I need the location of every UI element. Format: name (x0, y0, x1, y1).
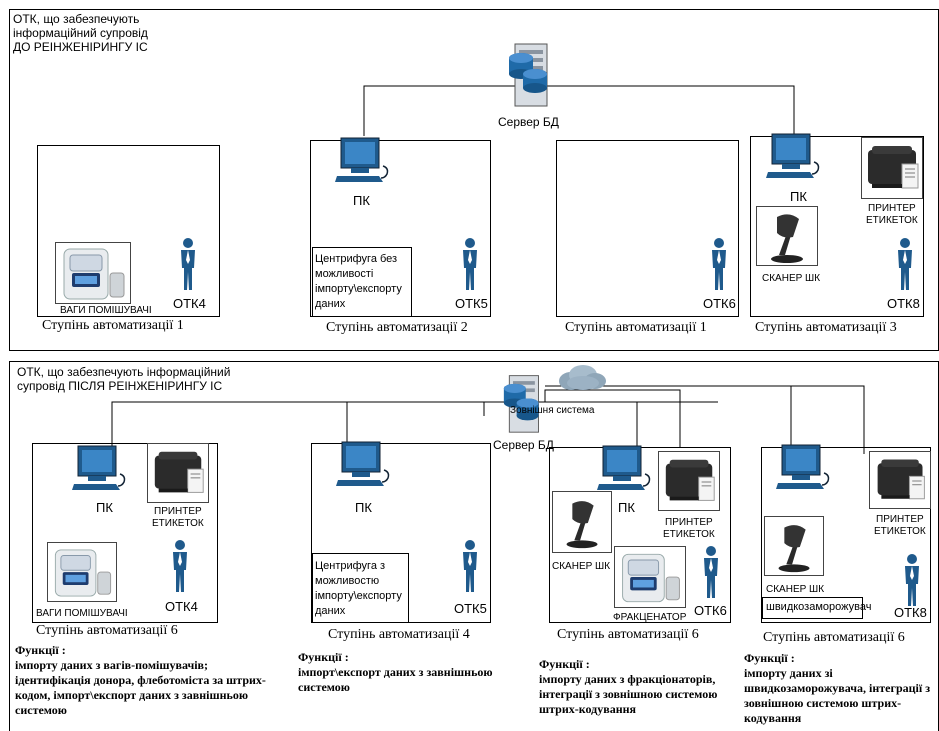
scanner-image (764, 516, 824, 576)
panel-before-title: ОТК, що забезпечують інформаційний супро… (13, 12, 148, 54)
automation-level: Ступінь автоматизації 1 (565, 320, 707, 335)
printer-label: ПРИНТЕР ЕТИКЕТОК (866, 203, 918, 226)
printer-label: ПРИНТЕР ЕТИКЕТОК (152, 506, 204, 529)
pc-label: ПК (618, 500, 635, 515)
centrifuge-note-text: Центрифуга без можливості імпорту\експор… (315, 253, 402, 310)
printer-label: ПРИНТЕР ЕТИКЕТОК (874, 514, 926, 537)
automation-level: Ступінь автоматизації 4 (328, 627, 470, 642)
printer-image (658, 451, 720, 511)
centrifuge-note-text: Центрифуга з можливостю імпорту\експорту… (315, 560, 402, 617)
automation-level: Ступінь автоматизації 6 (763, 630, 905, 645)
scanner-image (552, 491, 612, 553)
otk-label: ОТК6 (703, 296, 736, 311)
server-label-top: Сервер БД (498, 115, 559, 129)
scanner-label: СКАНЕР ШК (762, 273, 821, 284)
freezer-box (762, 597, 863, 619)
panel-after-title: ОТК, що забезпечують інформаційний супро… (17, 365, 231, 393)
scale-label: ВАГИ ПОМІШУВАЧІ (36, 608, 128, 619)
centrifuge-note (312, 553, 409, 623)
otk-label: ОТК6 (694, 603, 727, 618)
scale-image (47, 542, 117, 602)
fractionator-image (614, 546, 686, 608)
pc-icon (597, 444, 653, 499)
station-otk4-after (32, 443, 218, 623)
pc-label: ПК (355, 500, 372, 515)
pc-icon (335, 136, 391, 191)
functions-block: Функції : імпорту даних з вагів-помішува… (15, 643, 266, 717)
automation-level: Ступінь автоматизації 3 (755, 320, 897, 335)
server-icon (500, 372, 546, 434)
scanner-label: СКАНЕР ШК (766, 584, 825, 595)
server-icon (505, 40, 555, 108)
otk-label: ОТК8 (894, 605, 927, 620)
pc-label: ПК (790, 189, 807, 204)
cloud-icon (555, 363, 607, 398)
printer-image (147, 443, 209, 503)
otk-label: ОТК8 (887, 296, 920, 311)
functions-block: Функції : імпорту даних з фракціонаторів… (539, 657, 718, 716)
station-otk6-before (556, 140, 739, 317)
automation-level: Ступінь автоматизації 6 (557, 627, 699, 642)
printer-image (869, 451, 931, 509)
external-system-label: Зовнішня система (510, 405, 595, 416)
pc-icon (72, 444, 128, 499)
person-icon (709, 238, 729, 295)
person-icon (701, 546, 721, 603)
automation-level: Ступінь автоматизації 1 (42, 318, 184, 333)
automation-level: Ступінь автоматизації 2 (326, 320, 468, 335)
person-icon (895, 238, 915, 295)
functions-block: Функції : імпорт\експорт даних з завнішн… (298, 650, 493, 694)
person-icon (170, 540, 190, 597)
pc-label: ПК (353, 193, 370, 208)
centrifuge-note (312, 247, 412, 317)
automation-level: Ступінь автоматизації 6 (36, 623, 178, 638)
person-icon (460, 540, 480, 597)
otk-label: ОТК5 (454, 601, 487, 616)
pc-icon (766, 132, 822, 187)
otk-label: ОТК5 (455, 296, 488, 311)
station-otk8-after (761, 447, 931, 623)
freezer-label: швидкозаморожувач (766, 601, 872, 613)
pc-label: ПК (96, 500, 113, 515)
person-icon (460, 238, 480, 295)
otk-label: ОТК4 (173, 296, 206, 311)
pc-icon (776, 443, 832, 498)
station-otk4-before (37, 145, 220, 317)
scale-image (55, 242, 131, 304)
scanner-label: СКАНЕР ШК (552, 561, 611, 572)
scanner-image (756, 206, 818, 266)
printer-label: ПРИНТЕР ЕТИКЕТОК (663, 517, 715, 540)
functions-block: Функції : імпорту даних зі швидкозаморож… (744, 651, 931, 725)
person-icon (902, 554, 922, 611)
scale-label: ВАГИ ПОМІШУВАЧІ (60, 305, 152, 316)
station-otk8-before (750, 136, 924, 317)
fractionator-label: ФРАКЦЕНАТОР (613, 612, 687, 623)
pc-icon (336, 440, 392, 495)
server-label-bottom: Сервер БД (493, 438, 554, 452)
printer-image (861, 137, 923, 199)
otk-label: ОТК4 (165, 599, 198, 614)
person-icon (178, 238, 198, 295)
